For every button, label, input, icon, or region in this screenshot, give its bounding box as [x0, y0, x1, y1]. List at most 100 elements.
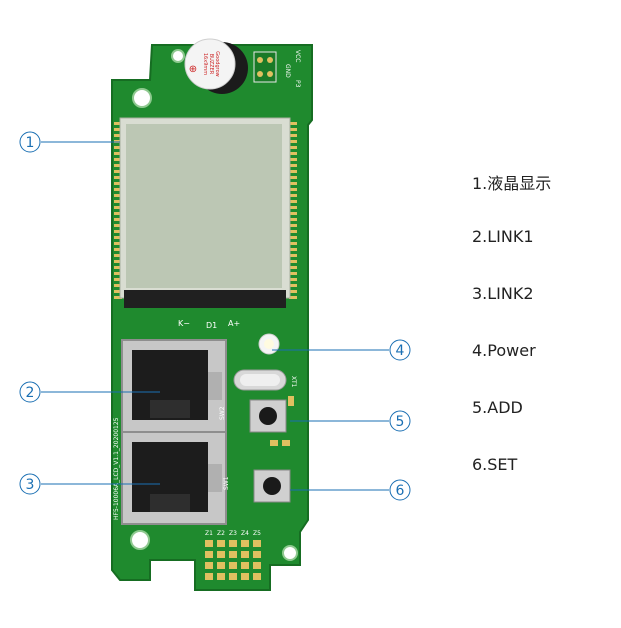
- header-label-gnd: GND: [284, 64, 291, 78]
- lcd-pin: [289, 176, 297, 179]
- lcd-pin: [289, 200, 297, 203]
- solder-pad: [229, 551, 237, 558]
- mounting-hole: [130, 530, 150, 550]
- callout-circle-3: [19, 473, 41, 495]
- svg-text:⊕: ⊕: [189, 64, 197, 75]
- mounting-hole: [282, 545, 298, 561]
- lcd-pin: [289, 170, 297, 173]
- pad-label: Z3: [229, 530, 237, 537]
- lcd-pin: [114, 122, 122, 125]
- lcd-pin: [289, 194, 297, 197]
- lcd-pin: [114, 188, 122, 191]
- solder-pad: [253, 551, 261, 558]
- solder-pad: [217, 551, 225, 558]
- solder-pad: [253, 540, 261, 547]
- lcd-pin: [289, 212, 297, 215]
- lcd-pin: [289, 164, 297, 167]
- lcd-pin: [114, 284, 122, 287]
- legend-item-link1: 2.LINK1: [472, 227, 534, 246]
- solder-pad: [205, 562, 213, 569]
- switch-set: SW1: [223, 469, 291, 503]
- header-label-p3: P3: [294, 80, 301, 88]
- lcd-pin: [289, 278, 297, 281]
- solder-pad: [241, 540, 249, 547]
- rj45-link1: [121, 339, 227, 433]
- solder-pad: [229, 573, 237, 580]
- pad-label: Z4: [241, 530, 249, 537]
- pad-label: Z1: [205, 530, 213, 537]
- legend-item-link2: 3.LINK2: [472, 284, 534, 303]
- lcd-pin: [289, 206, 297, 209]
- lcd-pin: [114, 152, 122, 155]
- solder-pad: [205, 540, 213, 547]
- legend-item-set: 6.SET: [472, 455, 518, 474]
- legend-item-power: 4.Power: [472, 341, 536, 360]
- lcd-pin: [114, 218, 122, 221]
- crystal: XT1: [233, 369, 297, 391]
- led-label-d1: D1: [206, 321, 217, 330]
- smd-part: [288, 396, 294, 406]
- callout-circle-1: [19, 131, 41, 153]
- lcd-pin: [114, 146, 122, 149]
- pin-header: GND VCC P3: [253, 50, 301, 88]
- callout-number-2: 2: [26, 385, 35, 401]
- lcd-pin: [289, 290, 297, 293]
- lcd-pin: [289, 242, 297, 245]
- legend-item-lcd: 1.液晶显示: [472, 174, 552, 193]
- lcd-pin: [114, 278, 122, 281]
- header-label-vcc: VCC: [294, 50, 301, 62]
- lcd-pin: [289, 128, 297, 131]
- smd-part: [270, 440, 278, 446]
- solder-pad: [253, 573, 261, 580]
- callout-circle-4: [389, 339, 411, 361]
- lcd-pin: [114, 248, 122, 251]
- lcd-pin: [114, 290, 122, 293]
- silkscreen-model: HF5-10006A_LCD_V1.1_20200125: [113, 417, 120, 520]
- lcd-pin: [289, 152, 297, 155]
- lcd-pin: [289, 224, 297, 227]
- callout-number-5: 5: [396, 414, 405, 430]
- pad-label: Z2: [217, 530, 225, 537]
- lcd-pin: [114, 158, 122, 161]
- solder-pad: [217, 540, 225, 547]
- lcd-pins-left: [114, 122, 122, 299]
- switch-add: SW2: [219, 399, 287, 433]
- solder-pad: [241, 573, 249, 580]
- solder-pad: [229, 540, 237, 547]
- lcd-pin: [114, 176, 122, 179]
- solder-pad: [229, 562, 237, 569]
- lcd-pin: [289, 248, 297, 251]
- callout-number-4: 4: [396, 343, 405, 359]
- solder-pad: [253, 562, 261, 569]
- lcd-pin: [114, 224, 122, 227]
- lcd-pin: [289, 158, 297, 161]
- lcd-pin: [114, 254, 122, 257]
- lcd-pin: [289, 134, 297, 137]
- legend-item-add: 5.ADD: [472, 398, 523, 417]
- buzzer-label: GoodgrowBUZZER16x9mm: [202, 51, 220, 76]
- solder-pad: [217, 562, 225, 569]
- lcd-pin: [289, 236, 297, 239]
- lcd-pin: [289, 272, 297, 275]
- led-label-a: A+: [228, 319, 240, 328]
- lcd-pin: [289, 122, 297, 125]
- callout-number-3: 3: [26, 477, 35, 493]
- mounting-hole: [132, 88, 152, 108]
- lcd-pin: [114, 230, 122, 233]
- solder-pad: [241, 562, 249, 569]
- callout-circle-5: [389, 410, 411, 432]
- solder-pad: [205, 573, 213, 580]
- lcd-pins-right: [289, 122, 297, 299]
- lcd-pin: [114, 134, 122, 137]
- solder-pad: [205, 551, 213, 558]
- led-power: [258, 333, 280, 355]
- lcd-pin: [114, 266, 122, 269]
- lcd-pin: [114, 212, 122, 215]
- lcd-display: [119, 117, 291, 308]
- lcd-pin: [114, 206, 122, 209]
- lcd-pin: [114, 128, 122, 131]
- lcd-pin: [114, 272, 122, 275]
